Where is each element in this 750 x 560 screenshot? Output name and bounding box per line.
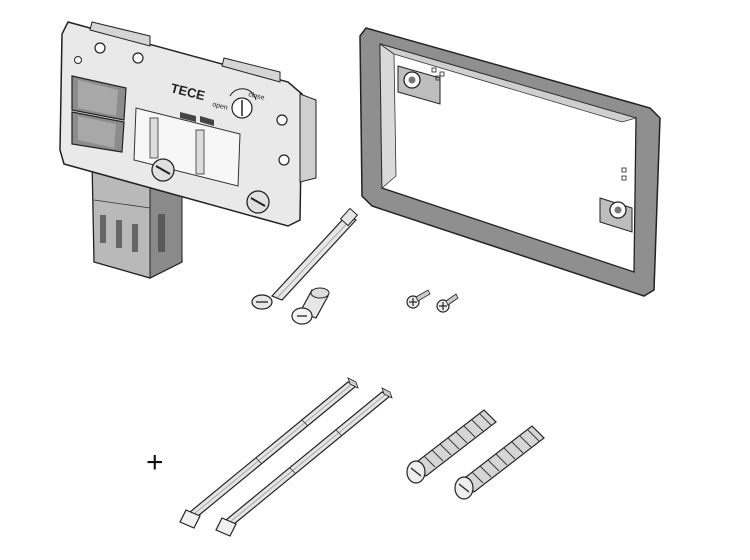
frame (359, 27, 661, 297)
long-rods-pair (179, 377, 393, 537)
frame-mount-hole-icon (397, 65, 441, 105)
frame-symbol-icon (431, 67, 445, 81)
module-plate: TECE open close (59, 21, 317, 227)
plus-sign: + (146, 446, 164, 479)
extension-sleeve (291, 287, 330, 325)
screw-icon (406, 289, 431, 309)
threaded-bolt-2 (454, 425, 545, 500)
screws-pair (406, 289, 459, 313)
extension-rod-with-sleeve (251, 207, 359, 325)
open-label: open (212, 101, 229, 112)
close-label: close (248, 91, 266, 102)
extension-rod (251, 207, 359, 310)
screw-icon-2 (436, 293, 459, 313)
actuation-module: TECE open close (59, 21, 317, 279)
module-flush-buttons (71, 75, 127, 153)
long-rod (179, 377, 359, 529)
frame-symbol-icon-2 (621, 167, 627, 181)
module-screw-icon (151, 158, 270, 214)
open-close-dial-icon (229, 88, 257, 119)
threaded-bolt (406, 409, 497, 484)
threaded-bolts-pair (406, 409, 545, 500)
long-rod-2 (215, 387, 393, 537)
frame-mount-hole-icon-2 (599, 197, 633, 233)
